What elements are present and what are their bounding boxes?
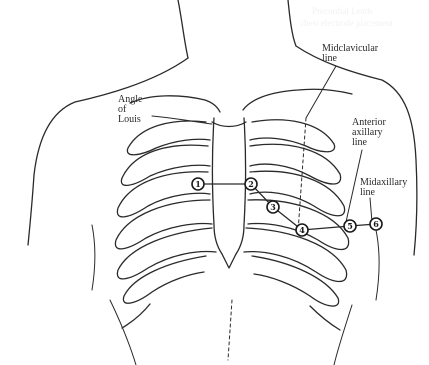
right-arm-crease bbox=[376, 230, 379, 300]
midaxillary-pointer bbox=[370, 198, 372, 222]
abdomen-midline bbox=[228, 300, 232, 360]
neck-left-outline bbox=[178, 0, 188, 58]
sternum-left-edge bbox=[213, 118, 223, 254]
xiphoid-process bbox=[222, 254, 236, 268]
sternum-right-edge bbox=[236, 118, 246, 254]
left-shoulder-outline bbox=[28, 58, 188, 245]
lead-v6-marker: 6 bbox=[370, 218, 382, 230]
left-flank bbox=[110, 300, 136, 365]
lead-v1-marker: 1 bbox=[192, 178, 204, 190]
midclavicular-line-label: Midclavicular line bbox=[322, 44, 378, 64]
left-clavicle bbox=[130, 96, 220, 112]
lead-v5-marker: 5 bbox=[344, 220, 356, 232]
lead-v4-number: 4 bbox=[299, 225, 305, 235]
neck-right-outline bbox=[288, 0, 296, 46]
anterior-axillary-line-label: Anterior axillary line bbox=[352, 118, 386, 148]
lead-v3-number: 3 bbox=[270, 202, 276, 212]
right-clavicle bbox=[243, 89, 352, 110]
lead-v5-number: 5 bbox=[347, 221, 353, 231]
lead-v2-number: 2 bbox=[248, 179, 254, 189]
left-ribcage bbox=[115, 121, 216, 328]
left-arm-crease bbox=[92, 225, 95, 290]
midaxillary-line-label: Midaxillary line bbox=[360, 178, 407, 198]
lead-v6-number: 6 bbox=[373, 219, 379, 229]
lead-v1-number: 1 bbox=[195, 179, 201, 189]
midclavicular-pointer bbox=[306, 66, 336, 118]
angle-of-louis-label: Angle of Louis bbox=[118, 95, 142, 125]
right-shoulder-outline bbox=[296, 46, 417, 255]
angle-of-louis-ridge bbox=[212, 122, 246, 127]
angle-of-louis-pointer bbox=[152, 116, 212, 124]
right-flank bbox=[334, 305, 352, 365]
lead-v3-marker: 3 bbox=[267, 201, 279, 213]
lead-v2-marker: 2 bbox=[245, 178, 257, 190]
lead-v4-marker: 4 bbox=[296, 224, 308, 236]
